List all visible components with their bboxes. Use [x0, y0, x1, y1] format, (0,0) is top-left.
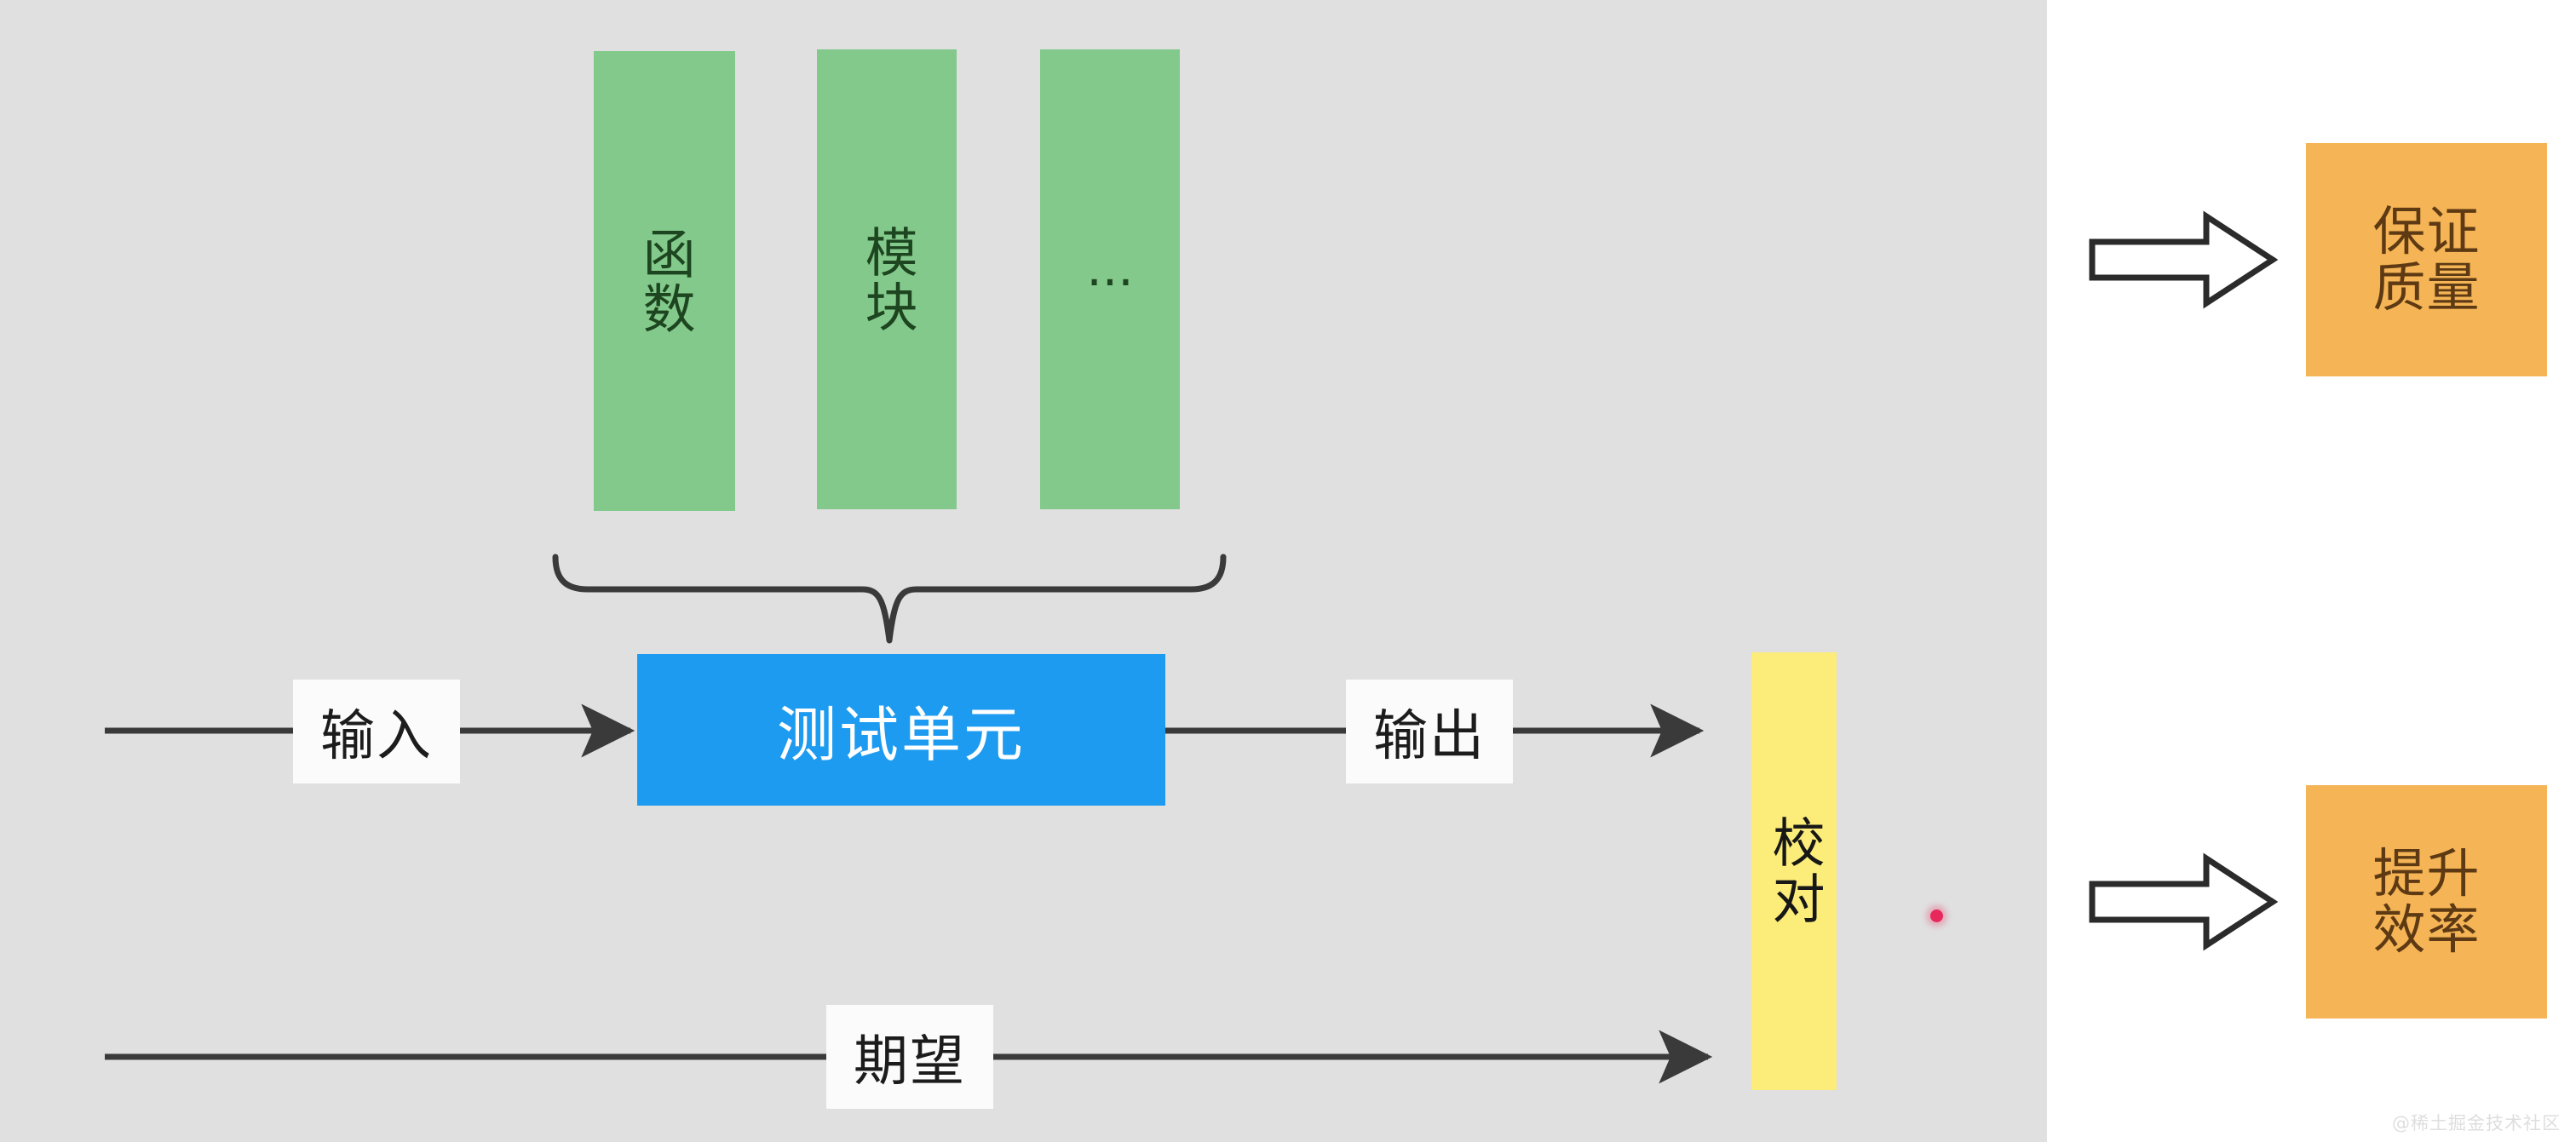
- block-arrow-right-icon: [2089, 210, 2278, 309]
- test-unit-box[interactable]: 测试单元: [637, 654, 1165, 806]
- flow-connectors: [105, 703, 1713, 1084]
- test-unit-label: 测试单元: [777, 699, 1026, 770]
- outcome-row-efficiency: 提升 效率: [2089, 785, 2547, 1019]
- output-label: 输出: [1373, 705, 1486, 768]
- gray-background-panel: [0, 0, 2047, 1142]
- compare-box[interactable]: 校对: [1751, 652, 1837, 1090]
- input-label-chip: 输入: [293, 680, 460, 783]
- expected-label: 期望: [854, 1030, 966, 1093]
- cursor-dot: [1930, 910, 1943, 922]
- component-box-function-label: 函数: [633, 227, 696, 336]
- outcome-box-quality[interactable]: 保证 质量: [2306, 143, 2547, 376]
- output-label-chip: 输出: [1346, 680, 1513, 783]
- outcome-row-quality: 保证 质量: [2089, 143, 2547, 376]
- compare-label: 校对: [1762, 815, 1826, 927]
- component-box-module-label: 模块: [855, 225, 918, 334]
- grouping-brace-icon: [552, 554, 1227, 644]
- component-box-more[interactable]: ...: [1040, 49, 1180, 509]
- outcome-box-quality-label: 保证 质量: [2372, 200, 2481, 318]
- component-box-module[interactable]: 模块: [817, 49, 957, 509]
- watermark: @稀土掘金技术社区: [2392, 1113, 2561, 1133]
- outcome-box-efficiency-label: 提升 效率: [2372, 842, 2481, 961]
- component-box-function[interactable]: 函数: [594, 51, 735, 511]
- expected-label-chip: 期望: [826, 1005, 993, 1109]
- input-label: 输入: [320, 705, 433, 768]
- outcome-box-efficiency[interactable]: 提升 效率: [2306, 785, 2547, 1019]
- block-arrow-right-icon: [2089, 852, 2278, 951]
